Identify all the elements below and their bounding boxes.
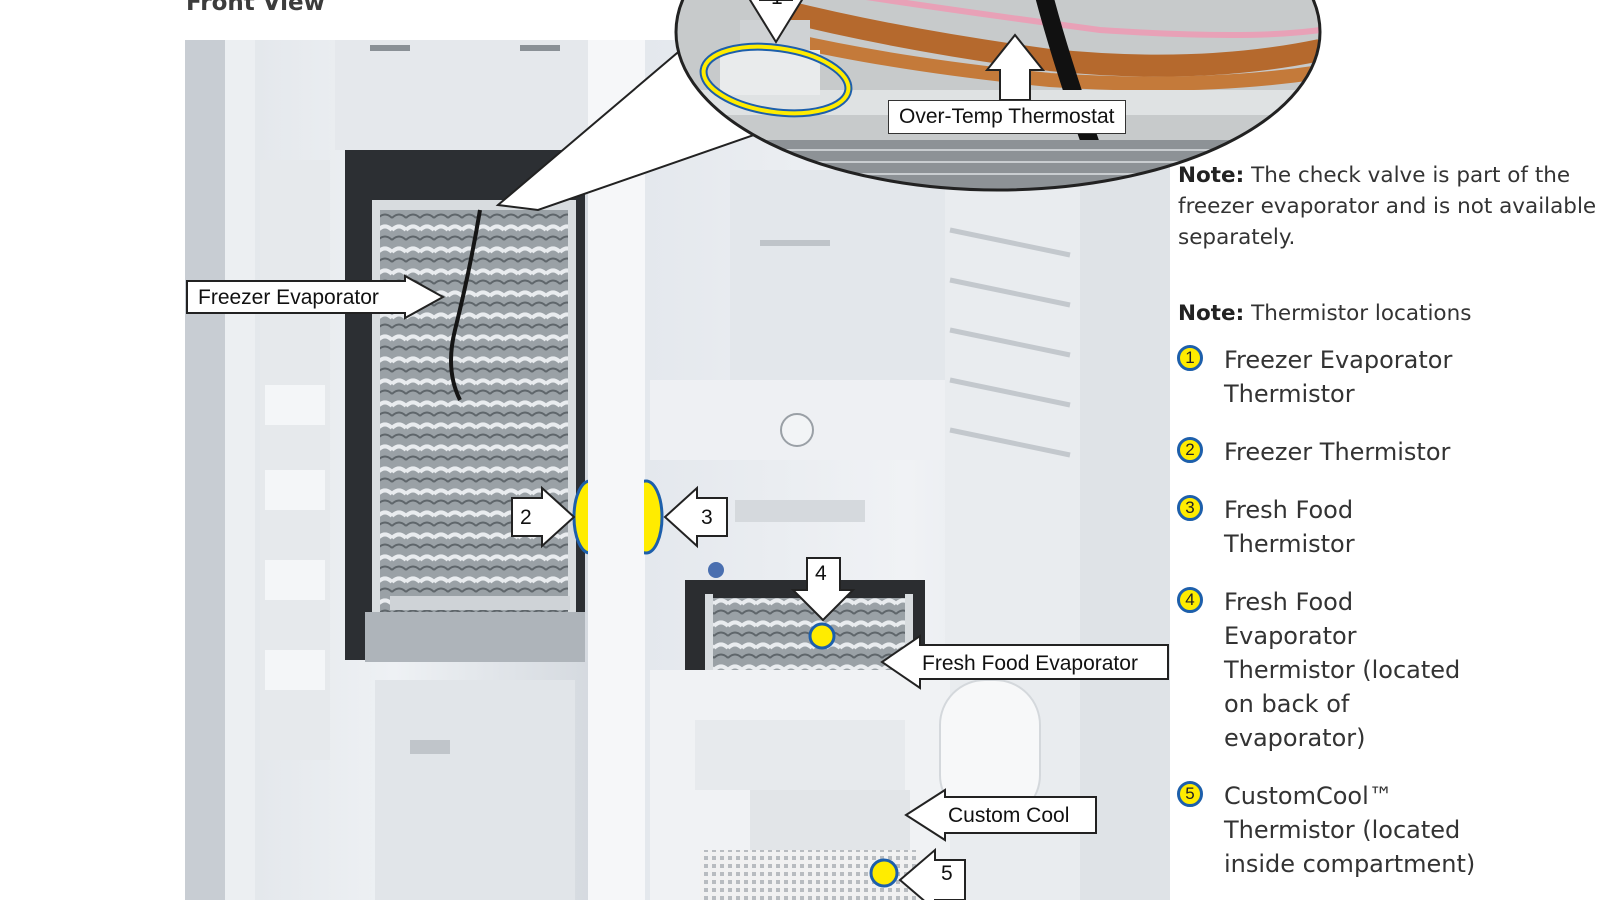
callout-custom-cool: Custom Cool bbox=[948, 804, 1070, 827]
note-label-2: Note: bbox=[1178, 301, 1245, 326]
marker-4-dot bbox=[808, 622, 836, 650]
note-check-valve-text: The check valve is part of the freezer e… bbox=[1178, 163, 1597, 250]
marker-3-label: 3 bbox=[701, 506, 713, 529]
legend-badge: 1 bbox=[1177, 345, 1203, 371]
callout-fresh-food-evaporator: Fresh Food Evaporator bbox=[922, 652, 1138, 675]
note-check-valve: Note: The check valve is part of the fre… bbox=[1178, 160, 1598, 253]
marker-2-label: 2 bbox=[520, 506, 532, 529]
legend-text: Freezer Thermistor bbox=[1224, 438, 1451, 466]
marker-4-label: 4 bbox=[815, 562, 827, 585]
marker-5-label: 5 bbox=[941, 862, 953, 885]
legend-item: 5 CustomCool™ Thermistor (located inside … bbox=[1177, 779, 1598, 881]
marker-1-label: 1 bbox=[771, 0, 783, 10]
legend-item: 1 Freezer Evaporator Thermistor bbox=[1177, 343, 1598, 411]
legend-item: 4 Fresh Food Evaporator Thermistor (locat… bbox=[1177, 585, 1598, 755]
notes-panel: Note: The check valve is part of the fre… bbox=[1177, 160, 1598, 905]
legend-item: 3 Fresh Food Thermistor bbox=[1177, 493, 1598, 561]
legend-text: CustomCool™ Thermistor (located inside c… bbox=[1224, 782, 1476, 878]
legend-badge: 3 bbox=[1177, 495, 1203, 521]
callout-over-temp-thermostat: Over-Temp Thermostat bbox=[888, 100, 1126, 134]
legend-text: Freezer Evaporator Thermistor bbox=[1224, 346, 1453, 408]
note-thermistor-locations: Note: Thermistor locations bbox=[1178, 298, 1598, 329]
note-label: Note: bbox=[1178, 163, 1245, 188]
legend-badge: 2 bbox=[1177, 437, 1203, 463]
legend-badge: 5 bbox=[1177, 781, 1203, 807]
page-title: Front View bbox=[186, 0, 325, 16]
marker-5-dot bbox=[869, 858, 899, 888]
legend-badge: 4 bbox=[1177, 587, 1203, 613]
callout-freezer-evaporator: Freezer Evaporator bbox=[198, 286, 379, 309]
legend-item: 2 Freezer Thermistor bbox=[1177, 435, 1598, 469]
legend-text: Fresh Food Thermistor bbox=[1224, 496, 1355, 558]
thermistor-heading: Thermistor locations bbox=[1251, 301, 1472, 326]
legend-text: Fresh Food Evaporator Thermistor (locate… bbox=[1224, 588, 1461, 752]
thermistor-legend: 1 Freezer Evaporator Thermistor 2 Freezer … bbox=[1177, 343, 1598, 881]
